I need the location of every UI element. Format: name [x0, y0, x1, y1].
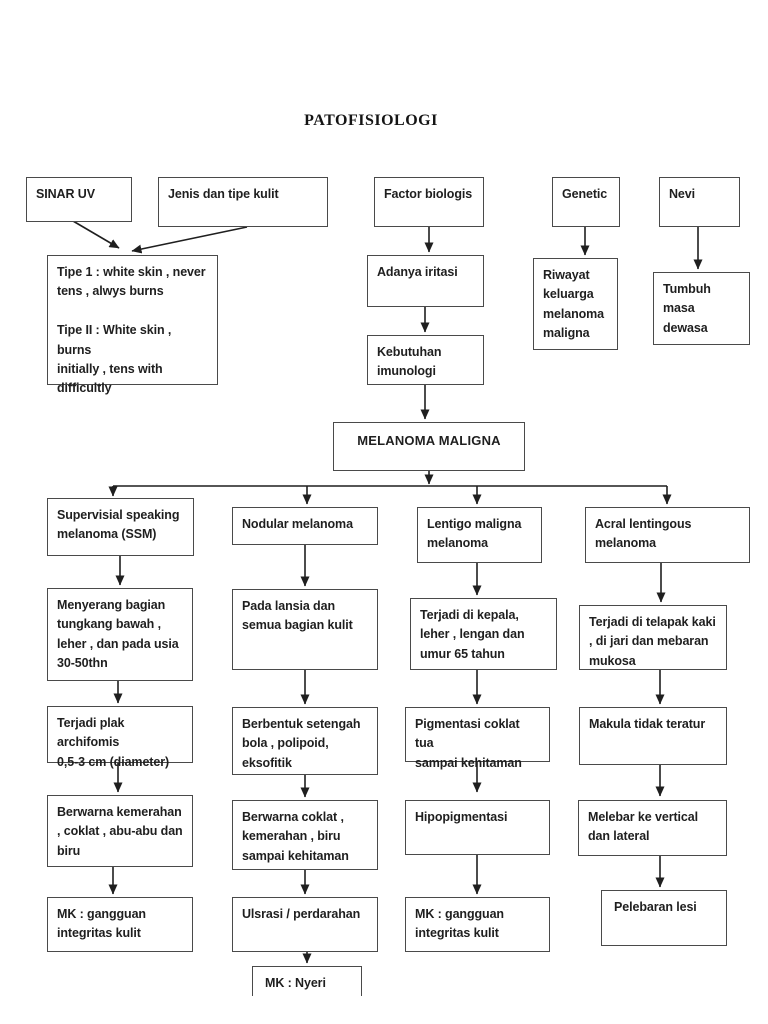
- node-acral-pelebaran: Pelebaran lesi: [601, 890, 727, 946]
- node-nodular-header: Nodular melanoma: [232, 507, 378, 545]
- arrow-jenis-to-tipe: [131, 226, 248, 254]
- node-nevi: Nevi: [659, 177, 740, 227]
- node-lentigo-header: Lentigo maligna melanoma: [417, 507, 542, 563]
- node-tumbuh-masa-dewasa: Tumbuh masa dewasa: [653, 272, 750, 345]
- node-ssm-header: Supervisial speaking melanoma (SSM): [47, 498, 194, 556]
- node-ssm-lokasi: Menyerang bagian tungkang bawah , leher …: [47, 588, 193, 681]
- node-nodular-lokasi: Pada lansia dan semua bagian kulit: [232, 589, 378, 670]
- node-tipe-kulit-detail: Tipe 1 : white skin , never tens , alwys…: [47, 255, 218, 395]
- node-factor-biologis: Factor biologis: [374, 177, 484, 227]
- page-title: PATOFISIOLOGI: [304, 112, 438, 129]
- node-lentigo-lokasi: Terjadi di kepala, leher , lengan dan um…: [410, 598, 557, 670]
- node-ssm-mk: MK : gangguan integritas kulit: [47, 897, 193, 952]
- node-riwayat-keluarga: Riwayat keluarga melanoma maligna: [533, 258, 618, 350]
- node-lentigo-mk: MK : gangguan integritas kulit: [405, 897, 550, 952]
- node-genetic: Genetic: [552, 177, 620, 227]
- node-nodular-ulsrasi: Ulsrasi / perdarahan: [232, 897, 378, 952]
- node-ssm-plak: Terjadi plak archifomis 0,5-3 cm (diamet…: [47, 706, 193, 769]
- node-nodular-mk: MK : Nyeri: [252, 966, 362, 996]
- arrow-sinaruv-to-tipe: [72, 220, 120, 249]
- node-adanya-iritasi: Adanya iritasi: [367, 255, 484, 307]
- node-kebutuhan-imunologi: Kebutuhan imunologi: [367, 335, 484, 385]
- node-jenis-tipe-kulit: Jenis dan tipe kulit: [158, 177, 328, 227]
- node-nodular-warna: Berwarna coklat , kemerahan , biru sampa…: [232, 800, 378, 870]
- node-sinar-uv: SINAR UV: [26, 177, 132, 222]
- node-acral-melebar: Melebar ke vertical dan lateral: [578, 800, 727, 856]
- node-ssm-warna: Berwarna kemerahan , coklat , abu-abu da…: [47, 795, 193, 867]
- node-lentigo-pigmentasi: Pigmentasi coklat tua sampai kehitaman: [405, 707, 550, 770]
- node-lentigo-hipopigmentasi: Hipopigmentasi: [405, 800, 550, 855]
- node-melanoma-maligna: MELANOMA MALIGNA: [333, 422, 525, 471]
- node-acral-makula: Makula tidak teratur: [579, 707, 727, 765]
- node-acral-lokasi: Terjadi di telapak kaki , di jari dan me…: [579, 605, 727, 670]
- node-nodular-bentuk: Berbentuk setengah bola , polipoid, ekso…: [232, 707, 378, 775]
- node-acral-header: Acral lentingous melanoma: [585, 507, 750, 563]
